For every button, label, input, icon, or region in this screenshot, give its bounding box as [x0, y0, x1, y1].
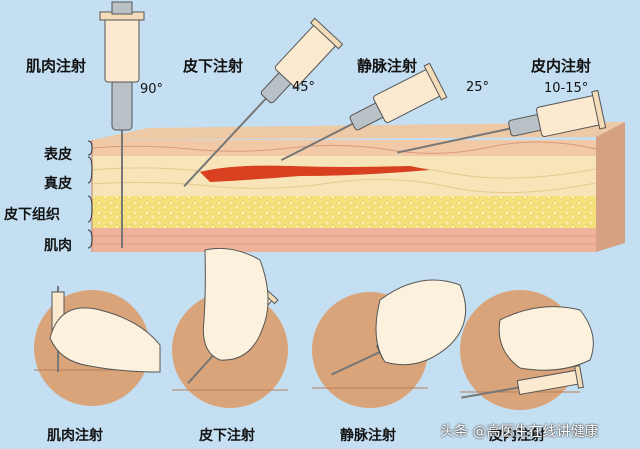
caption-intravenous: 静脉注射	[340, 428, 396, 444]
hand	[202, 247, 269, 361]
title-intravenous: 静脉注射	[357, 57, 418, 75]
title-intramuscular: 肌肉注射	[26, 57, 87, 75]
label-subcutaneous: 皮下组织	[4, 207, 60, 223]
caption-intradermal: 皮内注射	[489, 428, 545, 444]
syringe-intravenous	[280, 62, 448, 161]
technique-illustrations	[34, 247, 594, 410]
circle-intramuscular	[34, 286, 161, 406]
watermark: 头条 @高医生在线讲健康	[440, 424, 599, 440]
circle-intravenous	[312, 279, 467, 408]
title-intradermal: 皮内注射	[531, 57, 592, 75]
angle-intramuscular: 90°	[140, 82, 164, 97]
muscle-layer	[92, 228, 596, 252]
layer-brackets	[87, 140, 93, 249]
syringe-subcutaneous	[183, 17, 344, 188]
circle-subcutaneous	[172, 247, 288, 408]
circle-intradermal	[460, 290, 594, 410]
vein	[200, 165, 430, 182]
dermis-layer	[92, 156, 596, 196]
angle-intradermal: 10-15°	[544, 81, 589, 96]
angle-subcutaneous: 45°	[292, 80, 316, 95]
label-muscle: 肌肉	[44, 238, 72, 254]
label-epidermis: 表皮	[44, 147, 72, 163]
caption-subcutaneous: 皮下注射	[199, 428, 255, 444]
syringe-intradermal	[397, 89, 607, 154]
label-dermis: 真皮	[44, 176, 72, 192]
hand	[375, 279, 467, 366]
hand	[498, 306, 594, 371]
skin-cross-section	[91, 122, 625, 252]
title-subcutaneous: 皮下注射	[183, 57, 244, 75]
angle-intravenous: 25°	[466, 80, 490, 95]
syringe-intramuscular	[99, 1, 145, 248]
epidermis-layer	[92, 140, 596, 156]
hand	[49, 307, 161, 373]
caption-intramuscular: 肌肉注射	[47, 428, 103, 444]
subcutaneous-layer	[92, 196, 596, 228]
